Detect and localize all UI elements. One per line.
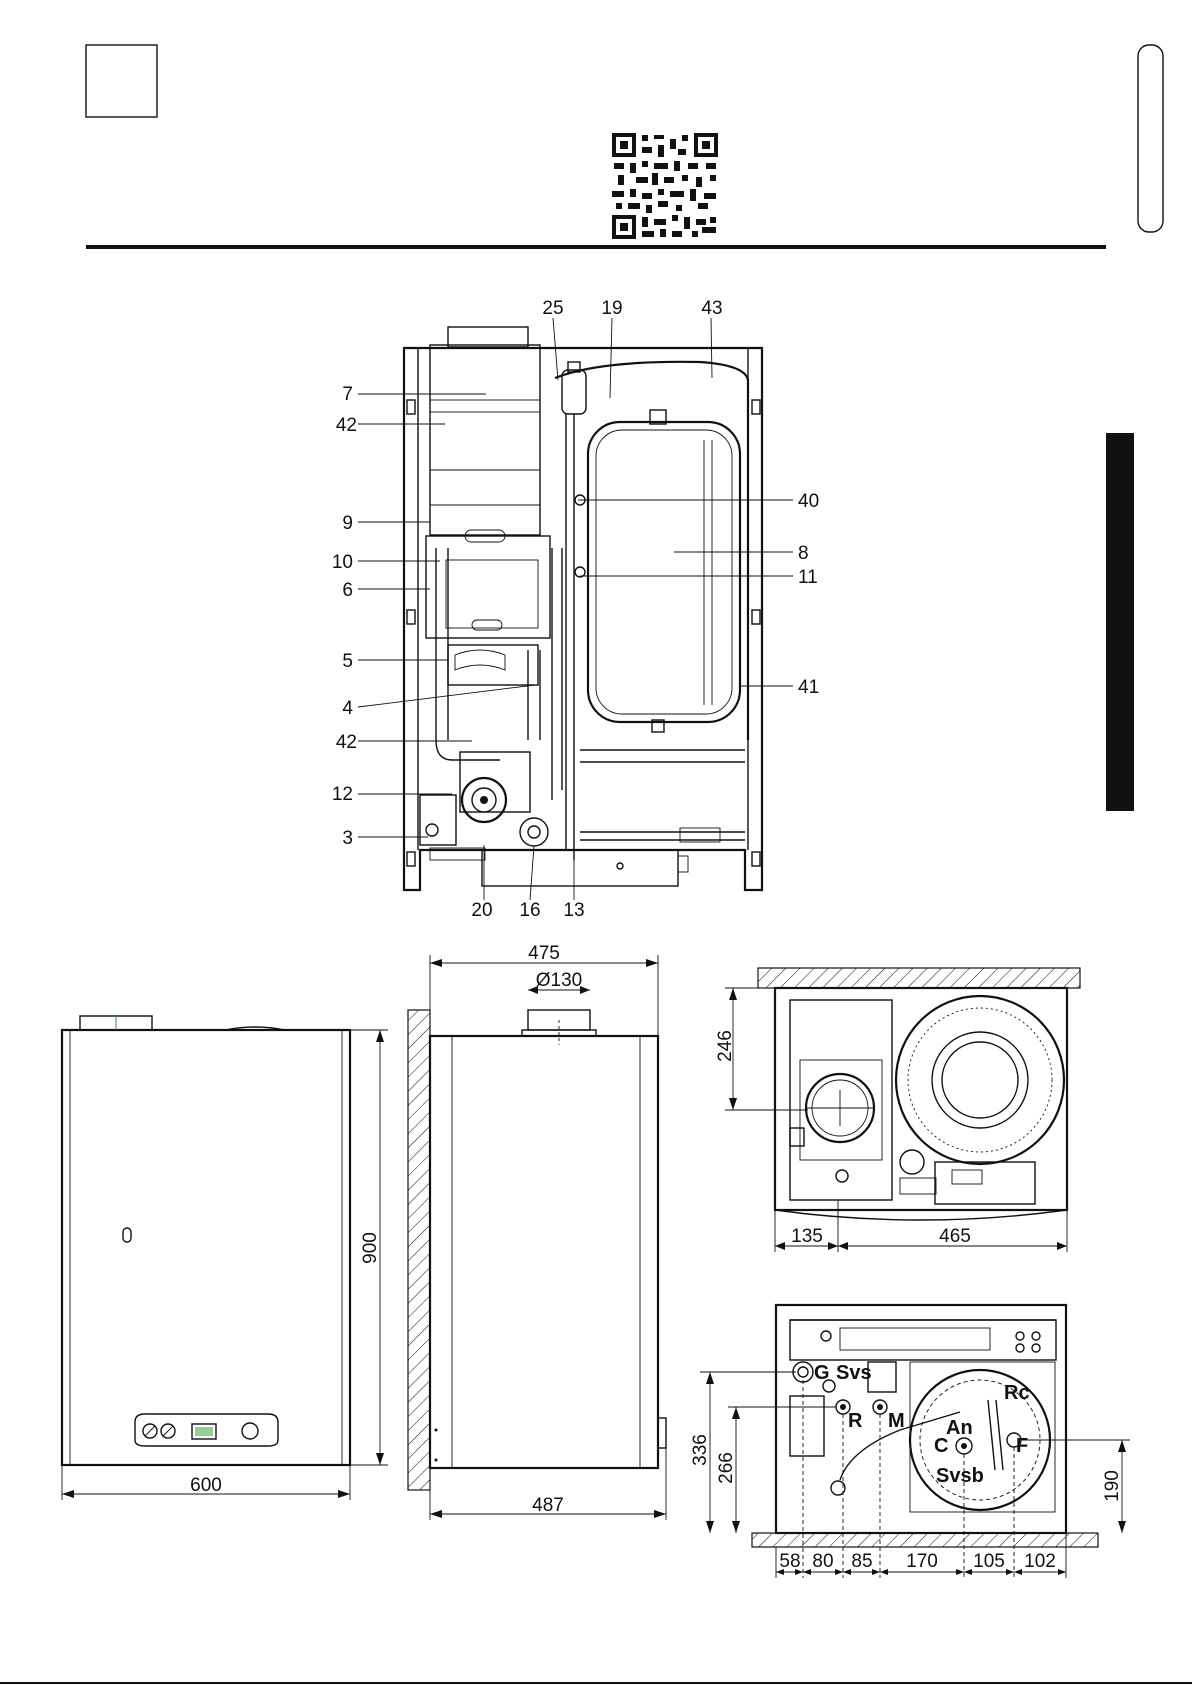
page-number-box	[86, 45, 157, 117]
label-13: 13	[563, 900, 584, 921]
label-11: 11	[798, 567, 818, 588]
dim-front-height: 900	[360, 1232, 381, 1264]
label-19: 19	[601, 298, 622, 319]
boiler-side-view	[408, 955, 666, 1520]
label-4: 4	[342, 698, 353, 719]
dim-bottom-h2: 266	[716, 1452, 737, 1484]
boiler-external-front-view	[62, 1016, 388, 1500]
dim-front-width: 600	[190, 1475, 222, 1496]
dim-top-depth: 246	[715, 1030, 736, 1062]
label-25: 25	[542, 298, 563, 319]
label-40: 40	[798, 491, 819, 512]
label-20: 20	[471, 900, 492, 921]
side-tab-outline	[1138, 45, 1163, 232]
dim-bottom-h3: 190	[1102, 1470, 1123, 1502]
conn-Svsb: Svsb	[936, 1465, 984, 1487]
dim-seq-170: 170	[906, 1551, 938, 1572]
dim-side-top: 475	[528, 943, 560, 964]
dim-seq-105: 105	[973, 1551, 1005, 1572]
boiler-bottom-view	[700, 1305, 1130, 1578]
conn-G: G	[814, 1362, 830, 1384]
dim-side-bottom: 487	[532, 1495, 564, 1516]
label-41: 41	[798, 677, 819, 698]
dim-top-left: 135	[791, 1226, 823, 1247]
conn-M: M	[888, 1410, 905, 1432]
label-9: 9	[342, 513, 353, 534]
label-3: 3	[342, 828, 353, 849]
label-42-bottom: 42	[336, 732, 357, 753]
label-8: 8	[798, 543, 809, 564]
dim-seq-58: 58	[779, 1551, 800, 1572]
section-tab	[1106, 433, 1134, 811]
dim-seq-80: 80	[812, 1551, 833, 1572]
conn-R: R	[848, 1410, 863, 1432]
conn-Svs: Svs	[836, 1362, 872, 1384]
qr-code	[612, 133, 718, 239]
dim-seq-102: 102	[1024, 1551, 1056, 1572]
label-10: 10	[332, 552, 353, 573]
dim-flue: Ø130	[536, 970, 582, 991]
dim-bottom-h1: 336	[690, 1434, 711, 1466]
label-42-top: 42	[336, 415, 357, 436]
label-16: 16	[519, 900, 540, 921]
dim-seq-85: 85	[851, 1551, 872, 1572]
conn-C: C	[934, 1435, 948, 1457]
label-6: 6	[342, 580, 353, 601]
boiler-top-view	[725, 968, 1080, 1252]
label-43: 43	[701, 298, 722, 319]
label-7: 7	[342, 384, 353, 405]
conn-Rc: Rc	[1004, 1382, 1030, 1404]
conn-An: An	[946, 1417, 973, 1439]
boiler-internal-front-view	[404, 327, 762, 890]
conn-F: F	[1016, 1435, 1028, 1457]
label-12: 12	[332, 784, 353, 805]
front-view-leaders	[358, 318, 793, 900]
label-5: 5	[342, 651, 353, 672]
dim-top-right: 465	[939, 1226, 971, 1247]
